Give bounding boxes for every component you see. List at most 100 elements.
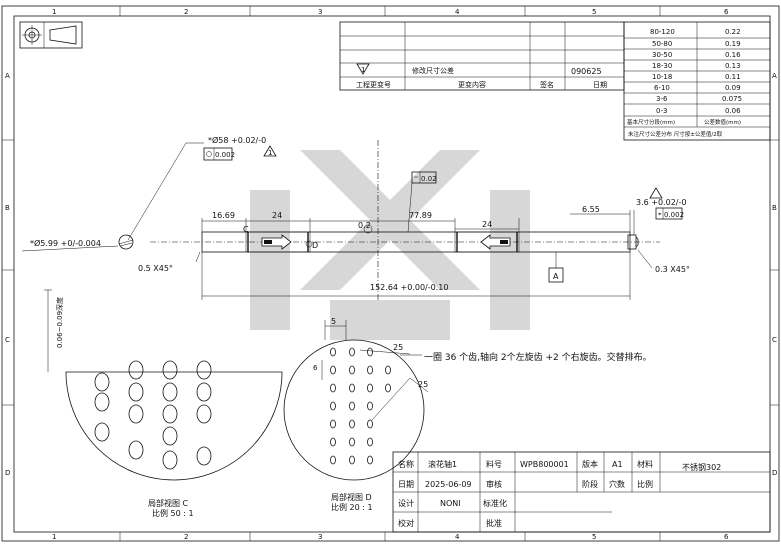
zone-bottom-5: 5	[592, 533, 596, 541]
tol-row-2-range: 50-80	[652, 40, 672, 48]
arrow-right-icon	[261, 234, 292, 250]
zone-left-c: C	[5, 336, 10, 344]
dim-77-89: 77.89	[409, 211, 432, 220]
revision-header-content: 更变内容	[458, 80, 486, 89]
tb-date-label: 日期	[398, 480, 414, 489]
tol-row-5-range: 10-18	[652, 73, 672, 81]
tol-row-1-range: 80-120	[650, 28, 675, 36]
revision-header-eco: 工程更变号	[356, 80, 391, 89]
zone-top-4: 4	[455, 8, 460, 16]
tol-header-right: 公差数值(mm)	[704, 118, 741, 126]
tb-design-value: NONI	[440, 499, 461, 508]
gdt-right-box	[655, 207, 683, 220]
tb-scale-label: 比例	[637, 479, 653, 489]
rev-triangle-icon	[263, 145, 277, 157]
view-c-scale: 比例 50 : 1	[152, 508, 194, 518]
dim-6-55: 6.55	[582, 205, 600, 214]
end-section-circle	[118, 234, 134, 250]
dim-24-left: 24	[272, 211, 282, 220]
dim-24-right: 24	[482, 220, 492, 229]
tol-row-3-val: 0.16	[725, 51, 741, 59]
tol-row-1-val: 0.22	[725, 28, 741, 36]
tb-mat-label: 材料	[637, 459, 653, 469]
tol-header-left: 基本尺寸分段(mm)	[627, 118, 675, 126]
tb-std-label: 标准化	[483, 498, 507, 508]
revision-table: 1 修改尺寸公差 090625 工程更变号 更变内容 签名 日期	[339, 21, 625, 91]
view-d-scale: 比例 20 : 1	[331, 502, 373, 512]
view-d-title: 局部视图 D	[331, 492, 372, 502]
dim-total-length: 152.64 +0.00/-0.10	[370, 283, 448, 292]
zone-left-a: A	[5, 72, 10, 80]
tb-ver-label: 版本	[582, 459, 598, 469]
view-c-title: 局部视图 C	[148, 498, 189, 508]
zone-right-c: C	[772, 336, 777, 344]
tol-row-6-range: 6-10	[654, 84, 670, 92]
projection-symbol-icon	[19, 21, 83, 49]
zone-bottom-3: 3	[318, 533, 322, 541]
inner-border	[13, 15, 771, 533]
revision-date: 090625	[571, 67, 602, 76]
zone-bottom-2: 2	[184, 533, 188, 541]
detail-dim-25b: 25	[418, 380, 428, 389]
gdt-flatness-value: 0.02	[421, 175, 437, 183]
tolerance-table: 80-120 0.22 50-80 0.19 30-50 0.16 18-30 …	[623, 21, 771, 141]
label-center-d: D	[312, 241, 318, 250]
zone-left-b: B	[5, 204, 10, 212]
gdt-flatness-box	[411, 171, 437, 184]
zone-top-2: 2	[184, 8, 188, 16]
tb-review-label: 审核	[486, 479, 502, 489]
zone-right-a: A	[772, 72, 777, 80]
zone-right-b: B	[772, 204, 777, 212]
tol-note: 未注尺寸公差分布 尺寸按±公差值/2取	[628, 130, 723, 138]
detail-view-c: 0.06~0.09深度 局部视图 C 比例 50 : 1	[44, 289, 283, 518]
rev-triangle-right-icon	[649, 187, 663, 199]
gdt-round-value: 0.002	[215, 151, 235, 159]
teeth-note: 一圈 36 个齿,轴向 2个左旋齿 +2 个右旋齿。交替排布。	[424, 351, 652, 363]
tb-part-value: WPB800001	[520, 460, 569, 469]
zone-top-5: 5	[592, 8, 596, 16]
zone-top-6: 6	[724, 8, 729, 16]
zone-bottom-1: 1	[52, 533, 56, 541]
zone-bottom-4: 4	[455, 533, 460, 541]
zone-left-d: D	[5, 469, 10, 477]
revision-header-sign: 签名	[540, 80, 554, 89]
zone-bottom-6: 6	[724, 533, 729, 541]
shaft-view: C D	[150, 140, 660, 300]
tb-part-label: 料号	[486, 459, 502, 469]
datum-box	[548, 267, 564, 283]
tb-check-label: 校对	[398, 518, 414, 528]
gdt-right-value: 0.002	[664, 211, 684, 219]
tb-name-value: 滚花轴1	[428, 459, 457, 469]
shaft-end-step	[627, 234, 637, 250]
tb-mat-value: 不锈钢302	[682, 462, 721, 472]
tol-row-6-val: 0.09	[725, 84, 741, 92]
zone-top-3: 3	[318, 8, 322, 16]
detail-d-outline	[283, 339, 425, 481]
dim-16-69: 16.69	[212, 211, 235, 220]
detail-d-teeth	[330, 347, 391, 465]
tol-row-4-range: 18-30	[652, 62, 672, 70]
tb-approve-label: 批准	[486, 518, 502, 528]
tol-row-4-val: 0.13	[725, 62, 741, 70]
tb-date-value: 2025-06-09	[425, 480, 472, 489]
dim-0-2: 0.2	[358, 221, 371, 230]
tb-name-label: 名称	[398, 459, 414, 469]
chamfer-right: 0.3 X45°	[655, 265, 690, 274]
svg-text:⌖: ⌖	[658, 211, 662, 218]
revision-triangle-icon	[356, 63, 370, 75]
detail-dim-25a: 25	[393, 343, 403, 352]
knurl-zone-right	[454, 231, 520, 253]
depth-label: 0.06~0.09深度	[55, 297, 64, 348]
tol-row-7-val: 0.075	[722, 95, 742, 103]
tol-row-7-range: 3-6	[656, 95, 668, 103]
zone-right-d: D	[772, 469, 777, 477]
knurl-zone-left	[245, 231, 311, 253]
tol-row-3-range: 30-50	[652, 51, 672, 59]
revision-header-date: 日期	[593, 81, 607, 89]
tb-ver-value: A1	[612, 460, 623, 469]
tol-row-8-range: 0-3	[656, 107, 667, 115]
tb-design-label: 设计	[398, 498, 414, 508]
dimensions: 16.69 24 77.89 0.2 24 6.55 152.64 +0.00/…	[138, 171, 690, 300]
shaft-body	[201, 231, 631, 253]
